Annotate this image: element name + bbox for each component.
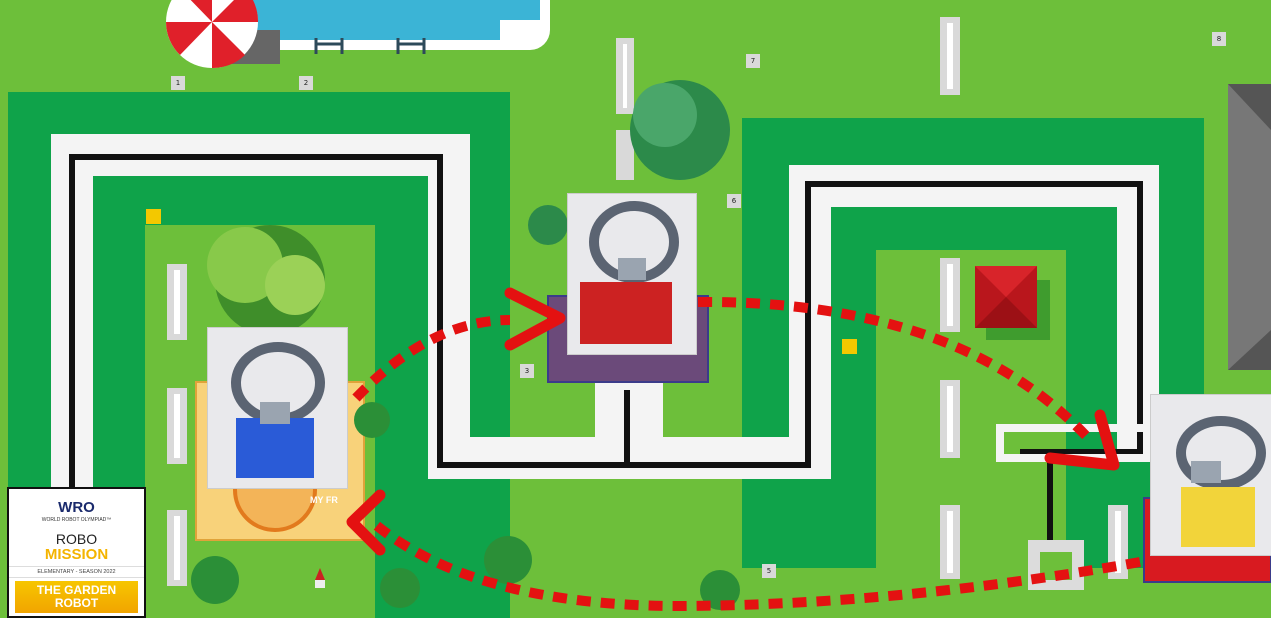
theme-banner: THE GARDEN ROBOT [15, 581, 138, 613]
zone-tag: 2 [299, 76, 313, 90]
zone-tag: 7 [746, 54, 760, 68]
zone-tag: 8 [1212, 32, 1226, 46]
wro-logo: WRO [9, 499, 144, 516]
red-house [975, 266, 1037, 328]
theme-line-2: ROBOT [15, 597, 138, 610]
yellow-water-element-photo[interactable] [1151, 395, 1271, 555]
robo-label: ROBO [9, 531, 144, 547]
blue-water-element-photo[interactable] [208, 328, 347, 488]
season-label: ELEMENTARY - SEASON 2022 [9, 566, 144, 578]
wro-logo-panel: WRO WORLD ROBOT OLYMPIAD™ ROBO MISSION E… [7, 487, 146, 618]
wro-subtitle: WORLD ROBOT OLYMPIAD™ [9, 517, 144, 523]
pool [245, 0, 500, 40]
red-block [580, 282, 672, 344]
yellow-marker [146, 209, 161, 224]
zone-tag: 6 [727, 194, 741, 208]
zone-tag: 1 [171, 76, 185, 90]
yellow-marker [842, 339, 857, 354]
zone-tag: 5 [762, 564, 776, 578]
blue-block [236, 418, 314, 478]
mat-text: MY FR [310, 495, 338, 505]
red-water-element-photo[interactable] [568, 194, 696, 354]
mission-label: MISSION [9, 547, 144, 562]
yellow-block [1181, 487, 1255, 547]
zone-tag: 3 [520, 364, 534, 378]
